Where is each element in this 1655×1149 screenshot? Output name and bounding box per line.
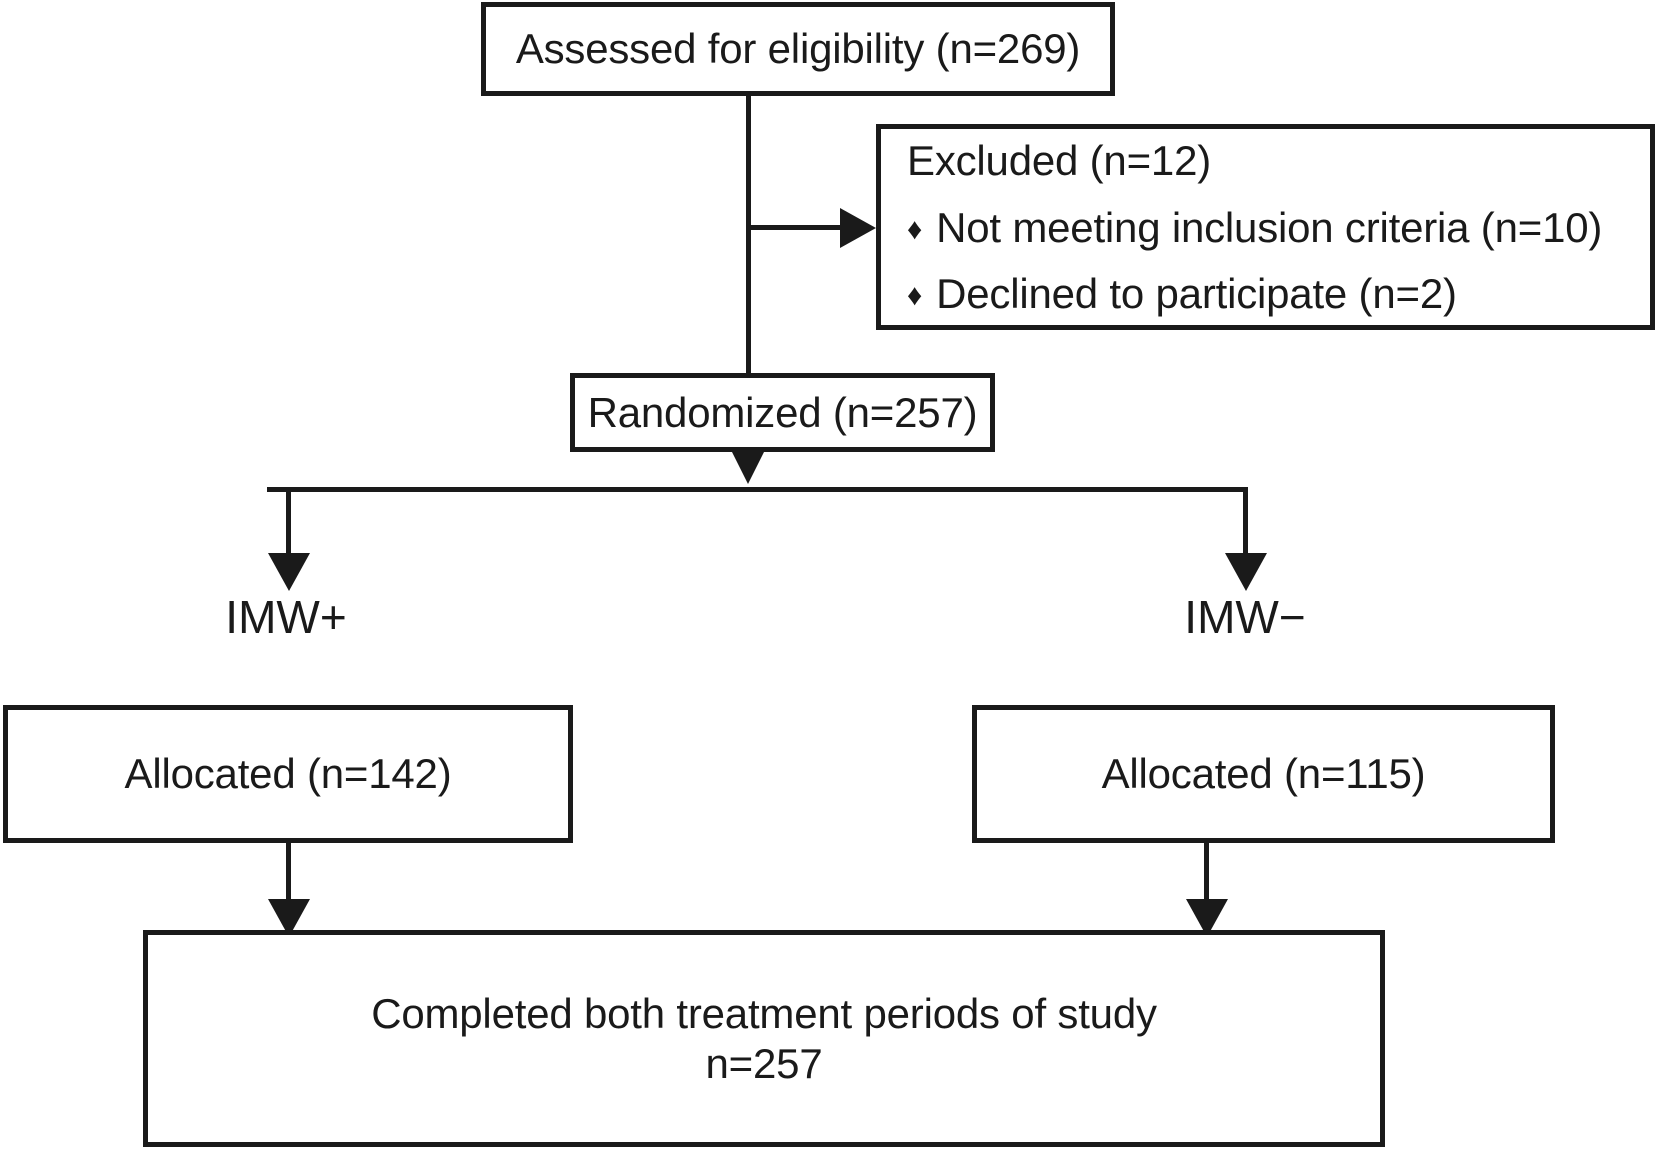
connector-split-bus	[267, 487, 1248, 492]
node-randomized-label: Randomized (n=257)	[587, 388, 978, 436]
node-excluded: Excluded (n=12) ♦ Not meeting inclusion …	[876, 124, 1655, 330]
node-randomized: Randomized (n=257)	[570, 373, 995, 452]
node-allocated-imw-plus: Allocated (n=142)	[3, 705, 573, 843]
node-allocated-imw-plus-label: Allocated (n=142)	[124, 750, 452, 798]
branch-label-imw-plus: IMW+	[225, 591, 347, 643]
branch-label-imw-minus: IMW−	[1184, 591, 1306, 643]
node-allocated-imw-minus-label: Allocated (n=115)	[1101, 750, 1426, 798]
arrowhead-randomized-split	[731, 450, 765, 484]
diamond-bullet-icon: ♦	[907, 278, 923, 312]
arrowhead-right-branch	[1225, 553, 1267, 591]
node-completed-line2: n=257	[705, 1039, 823, 1087]
excluded-reason-label: Not meeting inclusion criteria (n=10)	[936, 204, 1603, 252]
node-completed-both-periods: Completed both treatment periods of stud…	[143, 930, 1385, 1147]
node-allocated-imw-minus: Allocated (n=115)	[972, 705, 1555, 843]
arrowhead-left-branch	[268, 553, 310, 591]
diamond-bullet-icon: ♦	[907, 213, 923, 247]
node-excluded-title: Excluded (n=12)	[907, 136, 1212, 184]
arrowhead-to-excluded	[840, 208, 876, 248]
connector-right-branch-drop	[1243, 487, 1248, 561]
node-assessed-label: Assessed for eligibility (n=269)	[515, 25, 1081, 73]
node-completed-line1: Completed both treatment periods of stud…	[371, 989, 1157, 1037]
connector-to-excluded	[746, 225, 842, 230]
connector-assessed-to-randomized	[746, 96, 751, 377]
connector-right-allocated-to-completed	[1204, 843, 1209, 907]
connector-left-allocated-to-completed	[286, 843, 291, 907]
node-assessed-for-eligibility: Assessed for eligibility (n=269)	[481, 2, 1115, 96]
excluded-reason-label: Declined to participate (n=2)	[936, 269, 1457, 317]
excluded-reason-item: ♦ Declined to participate (n=2)	[907, 269, 1457, 319]
connector-left-branch-drop	[286, 487, 291, 561]
excluded-reason-item: ♦ Not meeting inclusion criteria (n=10)	[907, 203, 1602, 253]
